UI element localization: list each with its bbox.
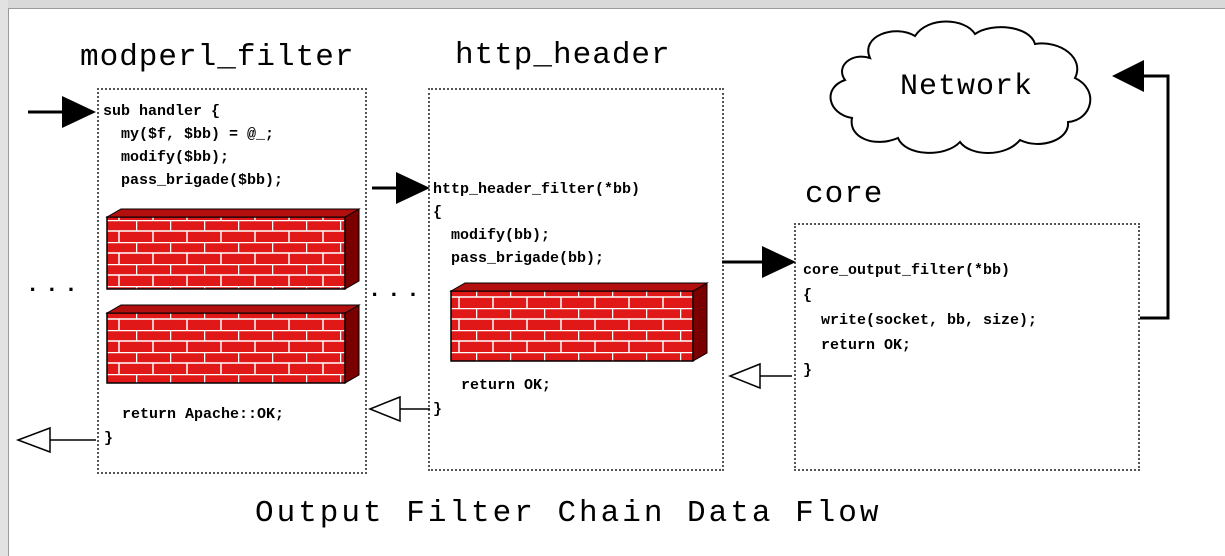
- frame-left-line: [8, 8, 9, 556]
- ellipsis-middle: ...: [368, 278, 426, 303]
- http-header-close-brace: }: [433, 401, 443, 418]
- network-label: Network: [900, 70, 1034, 104]
- solid-arrow-icon: [28, 96, 96, 128]
- brick-wall-icon: [105, 208, 361, 290]
- http-header-box: [428, 88, 724, 471]
- solid-arrow-icon: [1112, 60, 1170, 320]
- diagram-caption: Output Filter Chain Data Flow: [255, 496, 882, 531]
- hollow-arrow-icon: [367, 395, 430, 423]
- modperl-filter-title: modperl_filter: [80, 40, 355, 75]
- frame-top-line: [8, 8, 1225, 9]
- hollow-arrow-icon: [15, 426, 96, 454]
- core-title: core: [805, 177, 884, 212]
- brick-wall-icon: [449, 282, 709, 362]
- modperl-code: sub handler { my($f, $bb) = @_; modify($…: [103, 103, 284, 189]
- frame-left-edge: [0, 0, 8, 556]
- modperl-return-line: return Apache::OK;: [104, 406, 285, 423]
- ellipsis-left: ...: [26, 273, 84, 298]
- solid-arrow-icon: [372, 172, 430, 204]
- modperl-filter-box: [97, 88, 367, 474]
- core-code: core_output_filter(*bb) { write(socket, …: [803, 262, 1038, 379]
- hollow-arrow-icon: [727, 362, 792, 390]
- brick-wall-icon: [105, 304, 361, 384]
- modperl-close-brace: }: [104, 430, 114, 447]
- frame-top-edge: [0, 0, 1225, 8]
- core-box: [794, 223, 1140, 471]
- solid-arrow-icon: [722, 246, 796, 278]
- http-header-code: http_header_filter(*bb) { modify(bb); pa…: [433, 181, 641, 267]
- http-header-title: http_header: [455, 38, 671, 73]
- cloud-icon: [829, 20, 1092, 154]
- http-header-return-line: return OK;: [461, 377, 552, 394]
